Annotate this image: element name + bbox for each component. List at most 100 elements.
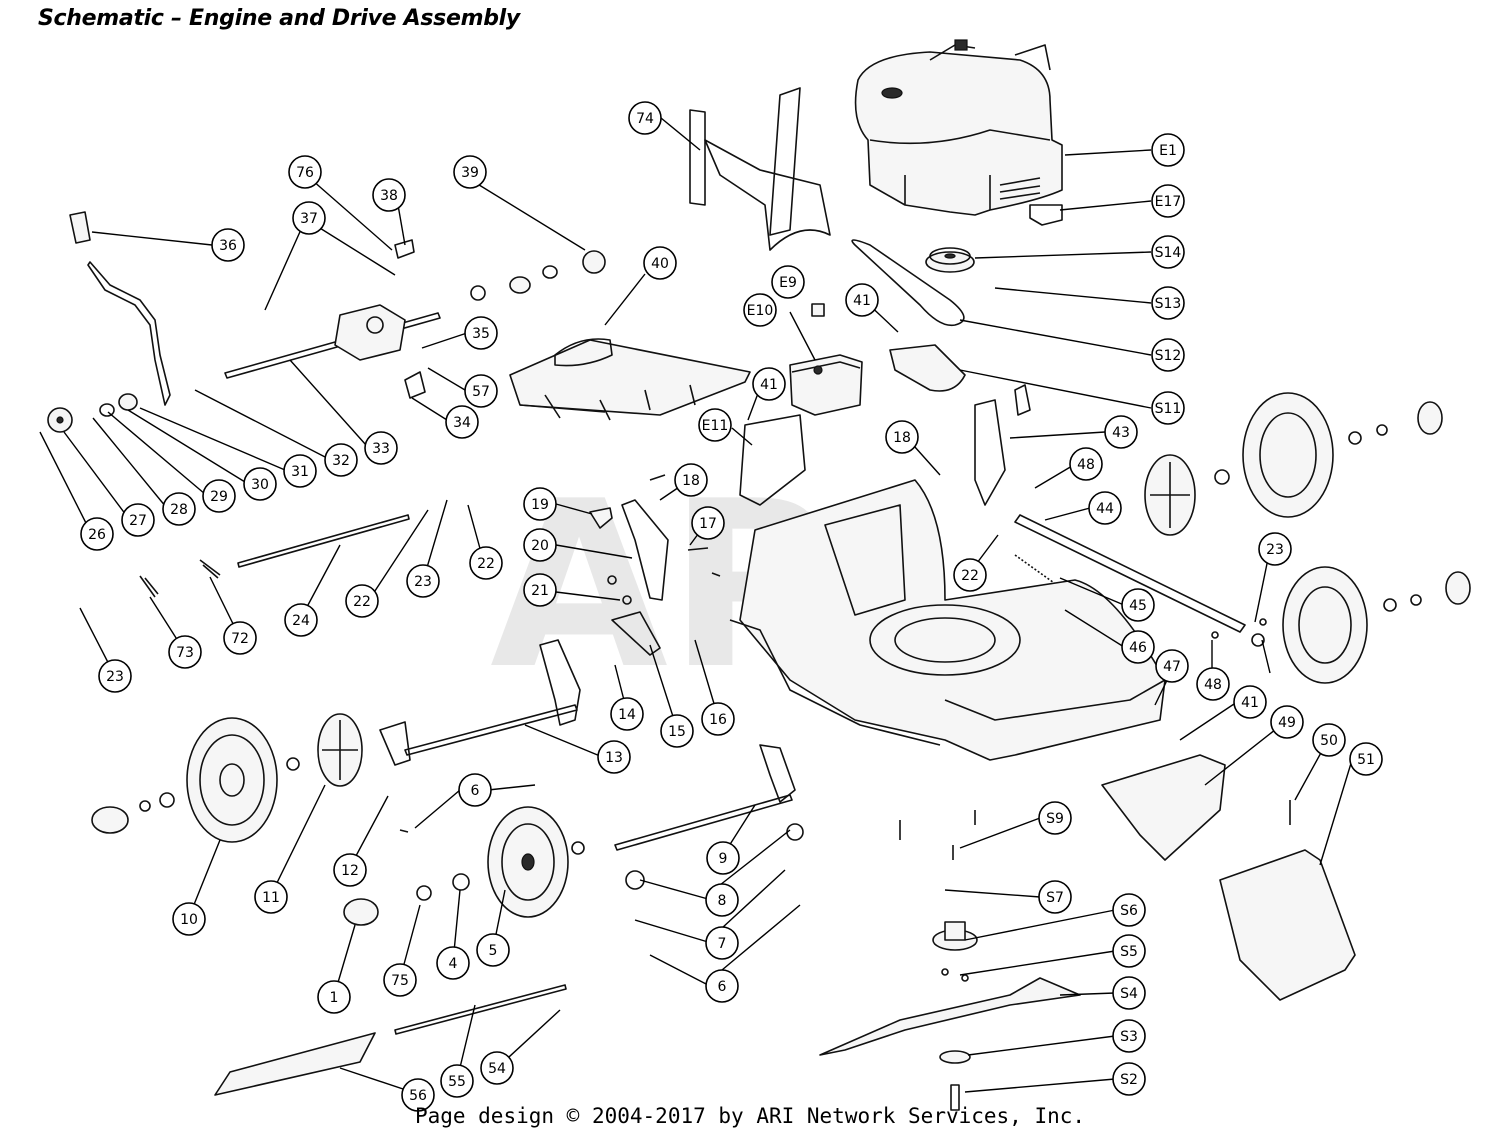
callout-28[interactable]: 28 bbox=[162, 492, 196, 526]
callout-34[interactable]: 34 bbox=[445, 405, 479, 439]
callout-21[interactable]: 21 bbox=[523, 573, 557, 607]
callout-32[interactable]: 32 bbox=[324, 443, 358, 477]
rear-hub-upper[interactable] bbox=[1417, 401, 1443, 435]
baffle-56[interactable] bbox=[214, 1032, 376, 1096]
callout-5[interactable]: 5 bbox=[476, 933, 510, 967]
engine[interactable] bbox=[854, 39, 1063, 216]
callout-11[interactable]: 11 bbox=[254, 880, 288, 914]
callout-23c[interactable]: 23 bbox=[98, 659, 132, 693]
callout-72[interactable]: 72 bbox=[223, 621, 257, 655]
callout-43[interactable]: 43 bbox=[1104, 415, 1138, 449]
callout-38[interactable]: 38 bbox=[372, 178, 406, 212]
callout-s11[interactable]: S11 bbox=[1151, 391, 1185, 425]
callout-s4[interactable]: S4 bbox=[1112, 976, 1146, 1010]
wheel-cap-1b[interactable] bbox=[343, 898, 379, 926]
callout-50[interactable]: 50 bbox=[1312, 723, 1346, 757]
axle-9[interactable] bbox=[614, 744, 796, 851]
callout-s6[interactable]: S6 bbox=[1112, 893, 1146, 927]
rear-wheel-upper[interactable] bbox=[1242, 392, 1334, 518]
callout-e11[interactable]: E11 bbox=[698, 408, 732, 442]
callout-18b[interactable]: 18 bbox=[674, 463, 708, 497]
callout-23a[interactable]: 23 bbox=[406, 564, 440, 598]
callout-s13[interactable]: S13 bbox=[1151, 286, 1185, 320]
callout-56[interactable]: 56 bbox=[401, 1078, 435, 1112]
wheel-10[interactable] bbox=[186, 717, 278, 843]
callout-57[interactable]: 57 bbox=[464, 374, 498, 408]
callout-13[interactable]: 13 bbox=[597, 740, 631, 774]
bearing-30[interactable] bbox=[118, 393, 138, 411]
callout-24[interactable]: 24 bbox=[284, 603, 318, 637]
rod-24[interactable] bbox=[237, 514, 410, 568]
callout-44[interactable]: 44 bbox=[1088, 491, 1122, 525]
callout-6a[interactable]: 6 bbox=[458, 773, 492, 807]
knob-19[interactable] bbox=[589, 507, 613, 529]
gear-39[interactable] bbox=[582, 250, 606, 274]
callout-39[interactable]: 39 bbox=[453, 155, 487, 189]
callout-22b[interactable]: 22 bbox=[345, 584, 379, 618]
callout-74[interactable]: 74 bbox=[628, 101, 662, 135]
callout-7[interactable]: 7 bbox=[705, 926, 739, 960]
washer-s3[interactable] bbox=[939, 1050, 971, 1064]
mower-deck[interactable] bbox=[729, 479, 1166, 761]
callout-49[interactable]: 49 bbox=[1270, 705, 1304, 739]
callout-41b[interactable]: 41 bbox=[752, 367, 786, 401]
callout-46[interactable]: 46 bbox=[1121, 630, 1155, 664]
callout-8[interactable]: 8 bbox=[705, 883, 739, 917]
callout-6b[interactable]: 6 bbox=[705, 969, 739, 1003]
plate-20[interactable] bbox=[621, 499, 669, 601]
callout-37[interactable]: 37 bbox=[292, 201, 326, 235]
spring-72[interactable] bbox=[199, 559, 221, 579]
callout-48a[interactable]: 48 bbox=[1069, 447, 1103, 481]
drive-belt[interactable] bbox=[851, 239, 965, 327]
callout-16[interactable]: 16 bbox=[701, 702, 735, 736]
callout-41c[interactable]: 41 bbox=[1233, 685, 1267, 719]
callout-54[interactable]: 54 bbox=[480, 1051, 514, 1085]
callout-45[interactable]: 45 bbox=[1121, 588, 1155, 622]
callout-40[interactable]: 40 bbox=[643, 246, 677, 280]
callout-73[interactable]: 73 bbox=[168, 635, 202, 669]
callout-55[interactable]: 55 bbox=[440, 1064, 474, 1098]
callout-17[interactable]: 17 bbox=[691, 506, 725, 540]
rear-axle[interactable] bbox=[1014, 514, 1246, 633]
callout-18a[interactable]: 18 bbox=[885, 420, 919, 454]
callout-s14[interactable]: S14 bbox=[1151, 235, 1185, 269]
rear-handle-part-74[interactable] bbox=[689, 87, 831, 251]
chute-49[interactable] bbox=[1101, 754, 1226, 861]
callout-26[interactable]: 26 bbox=[80, 517, 114, 551]
callout-35[interactable]: 35 bbox=[464, 316, 498, 350]
callout-10[interactable]: 10 bbox=[172, 902, 206, 936]
wheel-5[interactable] bbox=[487, 806, 569, 918]
s11-part[interactable] bbox=[889, 344, 966, 392]
callout-27[interactable]: 27 bbox=[121, 503, 155, 537]
battery-bracket[interactable] bbox=[739, 414, 806, 506]
callout-20[interactable]: 20 bbox=[523, 528, 557, 562]
callout-23b[interactable]: 23 bbox=[1258, 532, 1292, 566]
callout-41a[interactable]: 41 bbox=[845, 283, 879, 317]
callout-9[interactable]: 9 bbox=[706, 841, 740, 875]
blade-adapter[interactable] bbox=[932, 921, 978, 951]
callout-30[interactable]: 30 bbox=[243, 467, 277, 501]
callout-e1[interactable]: E1 bbox=[1151, 133, 1185, 167]
rear-wheel-lower[interactable] bbox=[1282, 566, 1368, 684]
bracket-e17[interactable] bbox=[1029, 204, 1063, 226]
transmission[interactable] bbox=[224, 304, 441, 379]
callout-76[interactable]: 76 bbox=[288, 155, 322, 189]
rear-door[interactable] bbox=[509, 338, 751, 421]
callout-51[interactable]: 51 bbox=[1349, 742, 1383, 776]
callout-12[interactable]: 12 bbox=[333, 853, 367, 887]
callout-e10[interactable]: E10 bbox=[743, 293, 777, 327]
shift-lever[interactable] bbox=[87, 261, 171, 406]
front-axle[interactable] bbox=[379, 639, 581, 766]
callout-s2[interactable]: S2 bbox=[1112, 1062, 1146, 1096]
wheel-cap-1[interactable] bbox=[91, 806, 129, 834]
hubcap-rear[interactable] bbox=[1144, 454, 1196, 536]
handle-grip[interactable] bbox=[69, 211, 91, 244]
callout-47[interactable]: 47 bbox=[1155, 649, 1189, 683]
rod-55[interactable] bbox=[394, 984, 567, 1035]
callout-75[interactable]: 75 bbox=[383, 963, 417, 997]
rear-hub-lower[interactable] bbox=[1445, 571, 1471, 605]
callout-s7[interactable]: S7 bbox=[1038, 880, 1072, 914]
callout-14[interactable]: 14 bbox=[610, 697, 644, 731]
hubcap-11[interactable] bbox=[317, 713, 363, 787]
callout-e9[interactable]: E9 bbox=[771, 265, 805, 299]
